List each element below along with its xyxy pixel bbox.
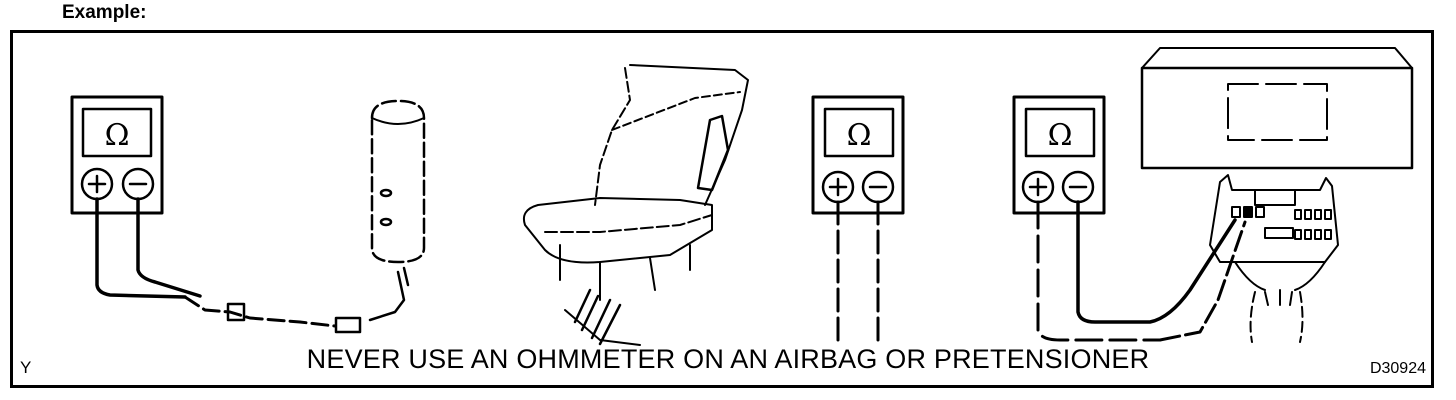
ohmmeter-2: Ω — [811, 95, 905, 342]
airbag-squib — [334, 99, 426, 334]
ohm-symbol: Ω — [105, 118, 130, 153]
seat-illustration — [522, 64, 749, 346]
example-heading: Example: — [62, 2, 147, 23]
ohmmeter-3: Ω — [1012, 95, 1247, 342]
warning-text: NEVER USE AN OHMMETER ON AN AIRBAG OR PR… — [306, 344, 1150, 374]
diagram-frame — [10, 30, 1434, 388]
ohm-symbol: Ω — [847, 118, 872, 153]
corner-label: Y — [20, 358, 32, 377]
ohmmeter-1: Ω — [70, 95, 337, 328]
ohm-symbol: Ω — [1048, 118, 1073, 153]
airbag-ecu-box — [1140, 47, 1414, 170]
plus-terminal-icon — [87, 174, 107, 194]
ecu-connector — [1209, 174, 1339, 343]
plus-terminal-icon — [1028, 177, 1048, 197]
plus-terminal-icon — [828, 177, 848, 197]
figure-id: D30924 — [1369, 360, 1426, 377]
